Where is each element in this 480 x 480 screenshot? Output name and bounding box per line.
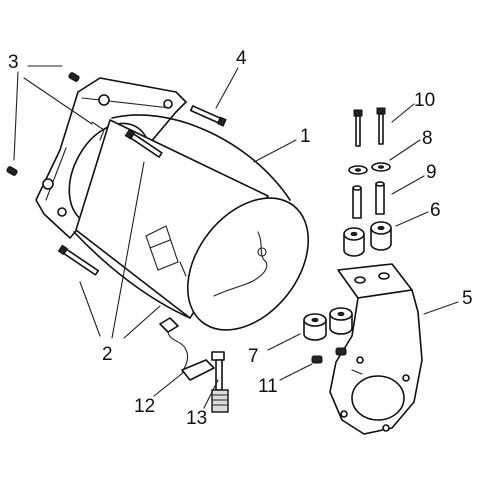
callout-8: 8 <box>422 128 433 149</box>
leader-10 <box>391 103 415 123</box>
bracket-center-hole <box>351 375 405 421</box>
leader-3 <box>13 71 19 161</box>
leader-6 <box>395 211 429 227</box>
callout-4: 4 <box>236 48 247 69</box>
callout-6: 6 <box>430 200 441 221</box>
leader-8 <box>389 139 421 161</box>
spacer <box>375 183 385 215</box>
part-3-set-screws <box>6 72 80 176</box>
screw <box>378 113 384 145</box>
bracket-hole <box>340 410 348 418</box>
housing-rear-end <box>186 197 310 331</box>
callout-10: 10 <box>414 90 435 111</box>
callout-5: 5 <box>462 288 473 309</box>
leader-7 <box>267 333 301 351</box>
leader-lines <box>13 65 459 409</box>
leader-2 <box>123 305 161 339</box>
fitting-cap <box>211 351 225 361</box>
set-screw <box>68 72 80 82</box>
flange-hole <box>42 178 54 190</box>
leader-2 <box>79 281 101 337</box>
callout-7: 7 <box>248 346 259 367</box>
bolt <box>57 244 100 276</box>
leader-9 <box>391 175 425 195</box>
part-10-screws <box>353 107 386 147</box>
bracket-hole <box>378 272 390 280</box>
callout-13: 13 <box>186 408 207 429</box>
leader-5 <box>423 301 459 315</box>
callout-labels: 3 4 1 2 10 8 9 6 5 7 11 12 13 <box>8 48 473 429</box>
callout-2: 2 <box>102 344 113 365</box>
part-11-nuts <box>311 347 347 364</box>
part-13-fitting <box>211 351 229 413</box>
leader-12 <box>153 371 185 397</box>
part-6-rubber-mounts <box>343 221 392 257</box>
part-1-housing <box>35 77 310 331</box>
sensor-plate <box>181 359 215 381</box>
callout-1: 1 <box>300 126 311 147</box>
bracket-hole <box>382 424 390 432</box>
flange-hole <box>98 94 110 106</box>
leader-3 <box>23 77 93 125</box>
flange-hole <box>163 99 173 109</box>
callout-3: 3 <box>8 52 19 73</box>
callout-9: 9 <box>426 162 437 183</box>
callout-12: 12 <box>134 396 155 417</box>
leader-4 <box>215 67 239 109</box>
callout-11: 11 <box>258 376 278 397</box>
flange-hole <box>57 207 67 217</box>
set-screw <box>6 166 18 176</box>
part-12-sensor <box>159 317 215 381</box>
bracket-hole <box>356 356 364 364</box>
bracket-hole <box>354 276 366 284</box>
part-2-bolts <box>57 129 163 276</box>
leader-2 <box>111 161 145 339</box>
fitting-thread <box>211 389 229 413</box>
leader-1 <box>253 139 297 163</box>
part-8-washers <box>348 162 391 175</box>
screw <box>353 109 363 117</box>
fitting-body <box>215 359 223 391</box>
part-5-bracket <box>329 263 423 435</box>
sensor-connector <box>159 317 179 333</box>
part-9-spacers <box>352 181 385 219</box>
part-4-bolt <box>189 105 227 127</box>
screw <box>376 107 386 115</box>
spacer <box>352 187 362 219</box>
bracket-hole <box>402 374 410 382</box>
nut <box>311 355 323 364</box>
nut <box>335 347 347 356</box>
leader-13 <box>203 379 219 409</box>
leader-11 <box>279 363 313 381</box>
part-7-rubber-mounts <box>303 307 353 341</box>
bolt <box>124 129 163 158</box>
screw <box>355 115 361 147</box>
